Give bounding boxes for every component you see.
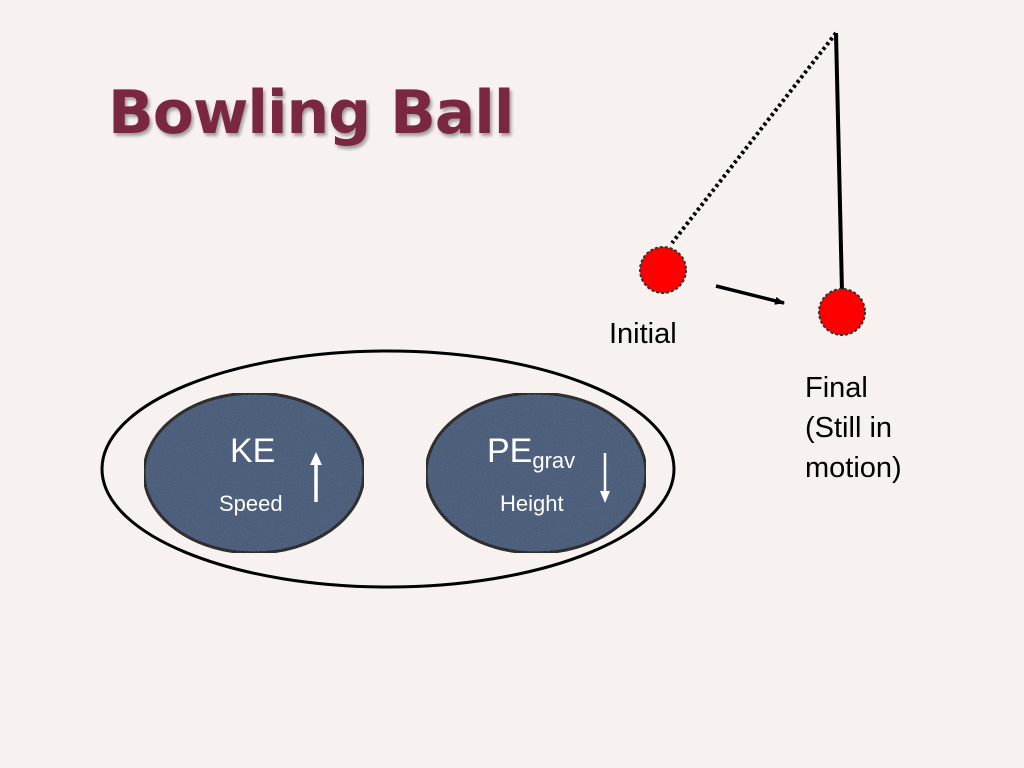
initial-string bbox=[670, 31, 838, 245]
pe-subtitle: Height bbox=[500, 491, 564, 516]
total-energy-oval bbox=[100, 349, 676, 589]
pe-label-name: PE bbox=[487, 432, 533, 470]
initial-label: Initial bbox=[609, 318, 677, 350]
final-label-line: Final bbox=[805, 372, 868, 404]
final-label-line: (Still in bbox=[805, 412, 893, 444]
final-label: Final (Still in motion) bbox=[805, 368, 902, 488]
ke-oval bbox=[142, 391, 366, 555]
up-arrow-icon bbox=[310, 452, 322, 502]
final-label-line: motion) bbox=[805, 452, 902, 484]
final-ball bbox=[818, 288, 866, 336]
pe-oval bbox=[424, 391, 648, 555]
down-arrow-icon bbox=[600, 453, 610, 503]
final-string bbox=[834, 32, 844, 293]
motion-arrow-icon bbox=[715, 284, 785, 305]
slide-title: Bowling Ball bbox=[108, 78, 514, 148]
pe-label-subscript: grav bbox=[532, 448, 576, 473]
ke-label: KE bbox=[230, 432, 276, 470]
initial-ball bbox=[639, 246, 687, 294]
pe-label: PEgrav bbox=[487, 432, 576, 473]
ke-subtitle: Speed bbox=[219, 491, 283, 516]
